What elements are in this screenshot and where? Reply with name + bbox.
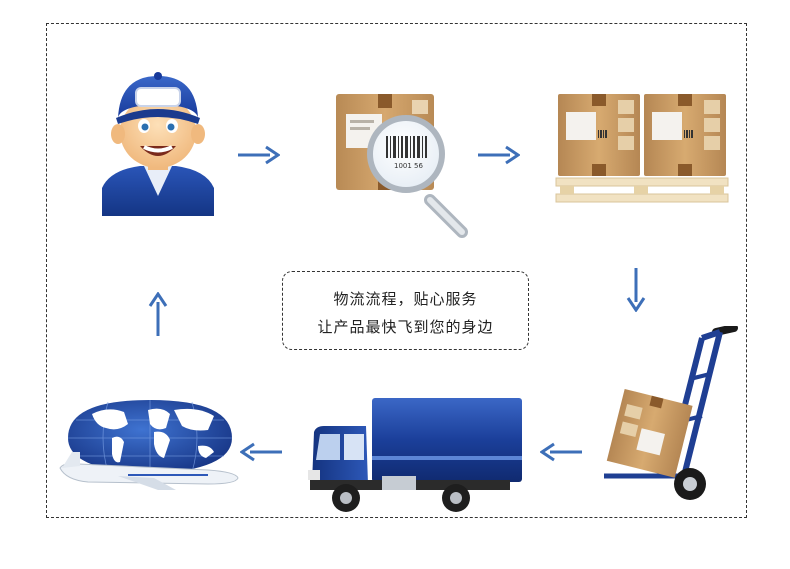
caption-line-2: 让产品最快飞到您的身边: [317, 318, 494, 336]
arrow-left-icon: [239, 442, 282, 466]
arrow-right-icon: [238, 145, 281, 169]
caption-line-1: 物流流程，贴心服务: [333, 290, 478, 308]
pallet-boxes-icon: [554, 92, 730, 204]
barcode-number: 1001 56: [394, 162, 423, 170]
delivery-truck-icon: [306, 396, 524, 516]
arrow-down-icon: [626, 268, 646, 316]
arrow-left-icon: [539, 442, 582, 466]
worker-icon: [100, 70, 216, 216]
barcode-scan-icon: 1001 56: [334, 92, 474, 238]
globe-airplane-icon: [58, 398, 242, 496]
caption-box: 物流流程，贴心服务 让产品最快飞到您的身边: [282, 271, 529, 350]
hand-truck-icon: [598, 326, 744, 502]
flow-frame: [46, 23, 747, 518]
arrow-right-icon: [478, 145, 521, 169]
arrow-up-icon: [148, 291, 168, 340]
